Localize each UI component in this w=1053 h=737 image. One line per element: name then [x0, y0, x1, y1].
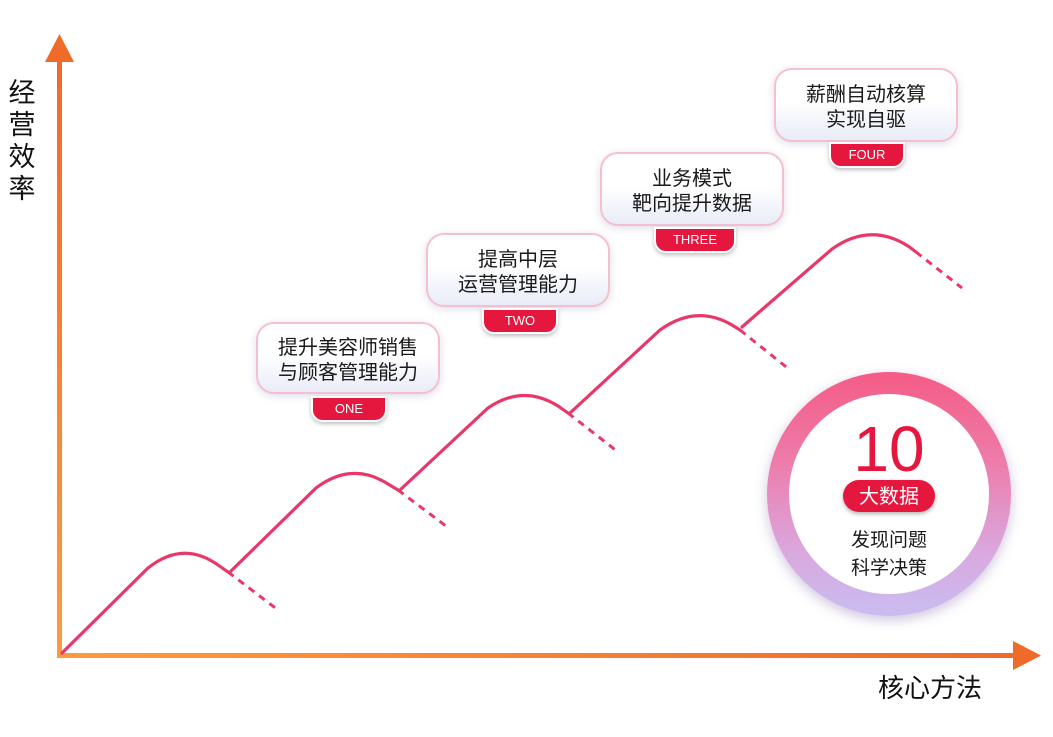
y-label-char: 率	[8, 174, 36, 205]
stage-four-line-1: 薪酬自动核算	[806, 82, 926, 106]
stage-two-line-2: 运营管理能力	[458, 272, 578, 296]
stage-one-bubble: 提升美容师销售 与顾客管理能力	[256, 322, 440, 394]
growth-curve	[60, 233, 918, 655]
dash-4	[739, 328, 791, 372]
x-axis-line	[57, 653, 1017, 658]
dash-3	[567, 411, 619, 454]
x-axis-label: 核心方法	[878, 674, 983, 704]
stage-three-bubble: 业务模式 靶向提升数据	[600, 152, 784, 226]
stage-two-bubble: 提高中层 运营管理能力	[426, 233, 610, 307]
curve-segment-4	[568, 314, 742, 415]
stage-two-line-1: 提高中层	[478, 247, 558, 271]
curve-dashes	[227, 250, 963, 612]
x-axis-arrow	[1013, 641, 1041, 670]
dash-5	[915, 250, 963, 290]
highlight-pill: 大数据	[843, 480, 935, 512]
stage-four-line-2: 实现自驱	[826, 107, 906, 131]
y-axis-arrow	[45, 34, 74, 62]
y-label-char: 营	[8, 110, 36, 141]
stage-two-tag: TWO	[482, 308, 558, 334]
y-axis-label: 经 营 效 率	[5, 78, 39, 206]
curve-segment-5	[740, 233, 918, 329]
dash-1	[227, 570, 279, 612]
highlight-caption-line-2: 科学决策	[850, 557, 927, 579]
highlight-circle: 10 大数据 发现问题 科学决策	[767, 372, 1011, 616]
stage-three-line-1: 业务模式	[652, 166, 732, 190]
stage-one-line-2: 与顾客管理能力	[278, 360, 418, 384]
highlight-circle-inner: 10 大数据 发现问题 科学决策	[789, 394, 989, 594]
y-label-char: 经	[8, 78, 36, 109]
stage-one-tag: ONE	[311, 396, 387, 422]
dash-2	[397, 488, 451, 531]
y-label-char: 效	[8, 142, 36, 173]
stage-four-bubble: 薪酬自动核算 实现自驱	[774, 68, 958, 142]
highlight-caption: 发现问题 科学决策	[789, 526, 989, 582]
highlight-number: 10	[853, 413, 925, 485]
stage-one-line-1: 提升美容师销售	[278, 335, 418, 359]
stage-three-tag: THREE	[654, 227, 736, 253]
y-axis-line	[57, 58, 62, 658]
curve-segment-3	[398, 393, 570, 492]
stage-four-tag: FOUR	[829, 142, 905, 168]
curve-segment-2	[228, 471, 400, 574]
curve-segment-1	[60, 551, 230, 655]
stage-three-line-2: 靶向提升数据	[632, 191, 752, 215]
highlight-caption-line-1: 发现问题	[850, 529, 927, 551]
